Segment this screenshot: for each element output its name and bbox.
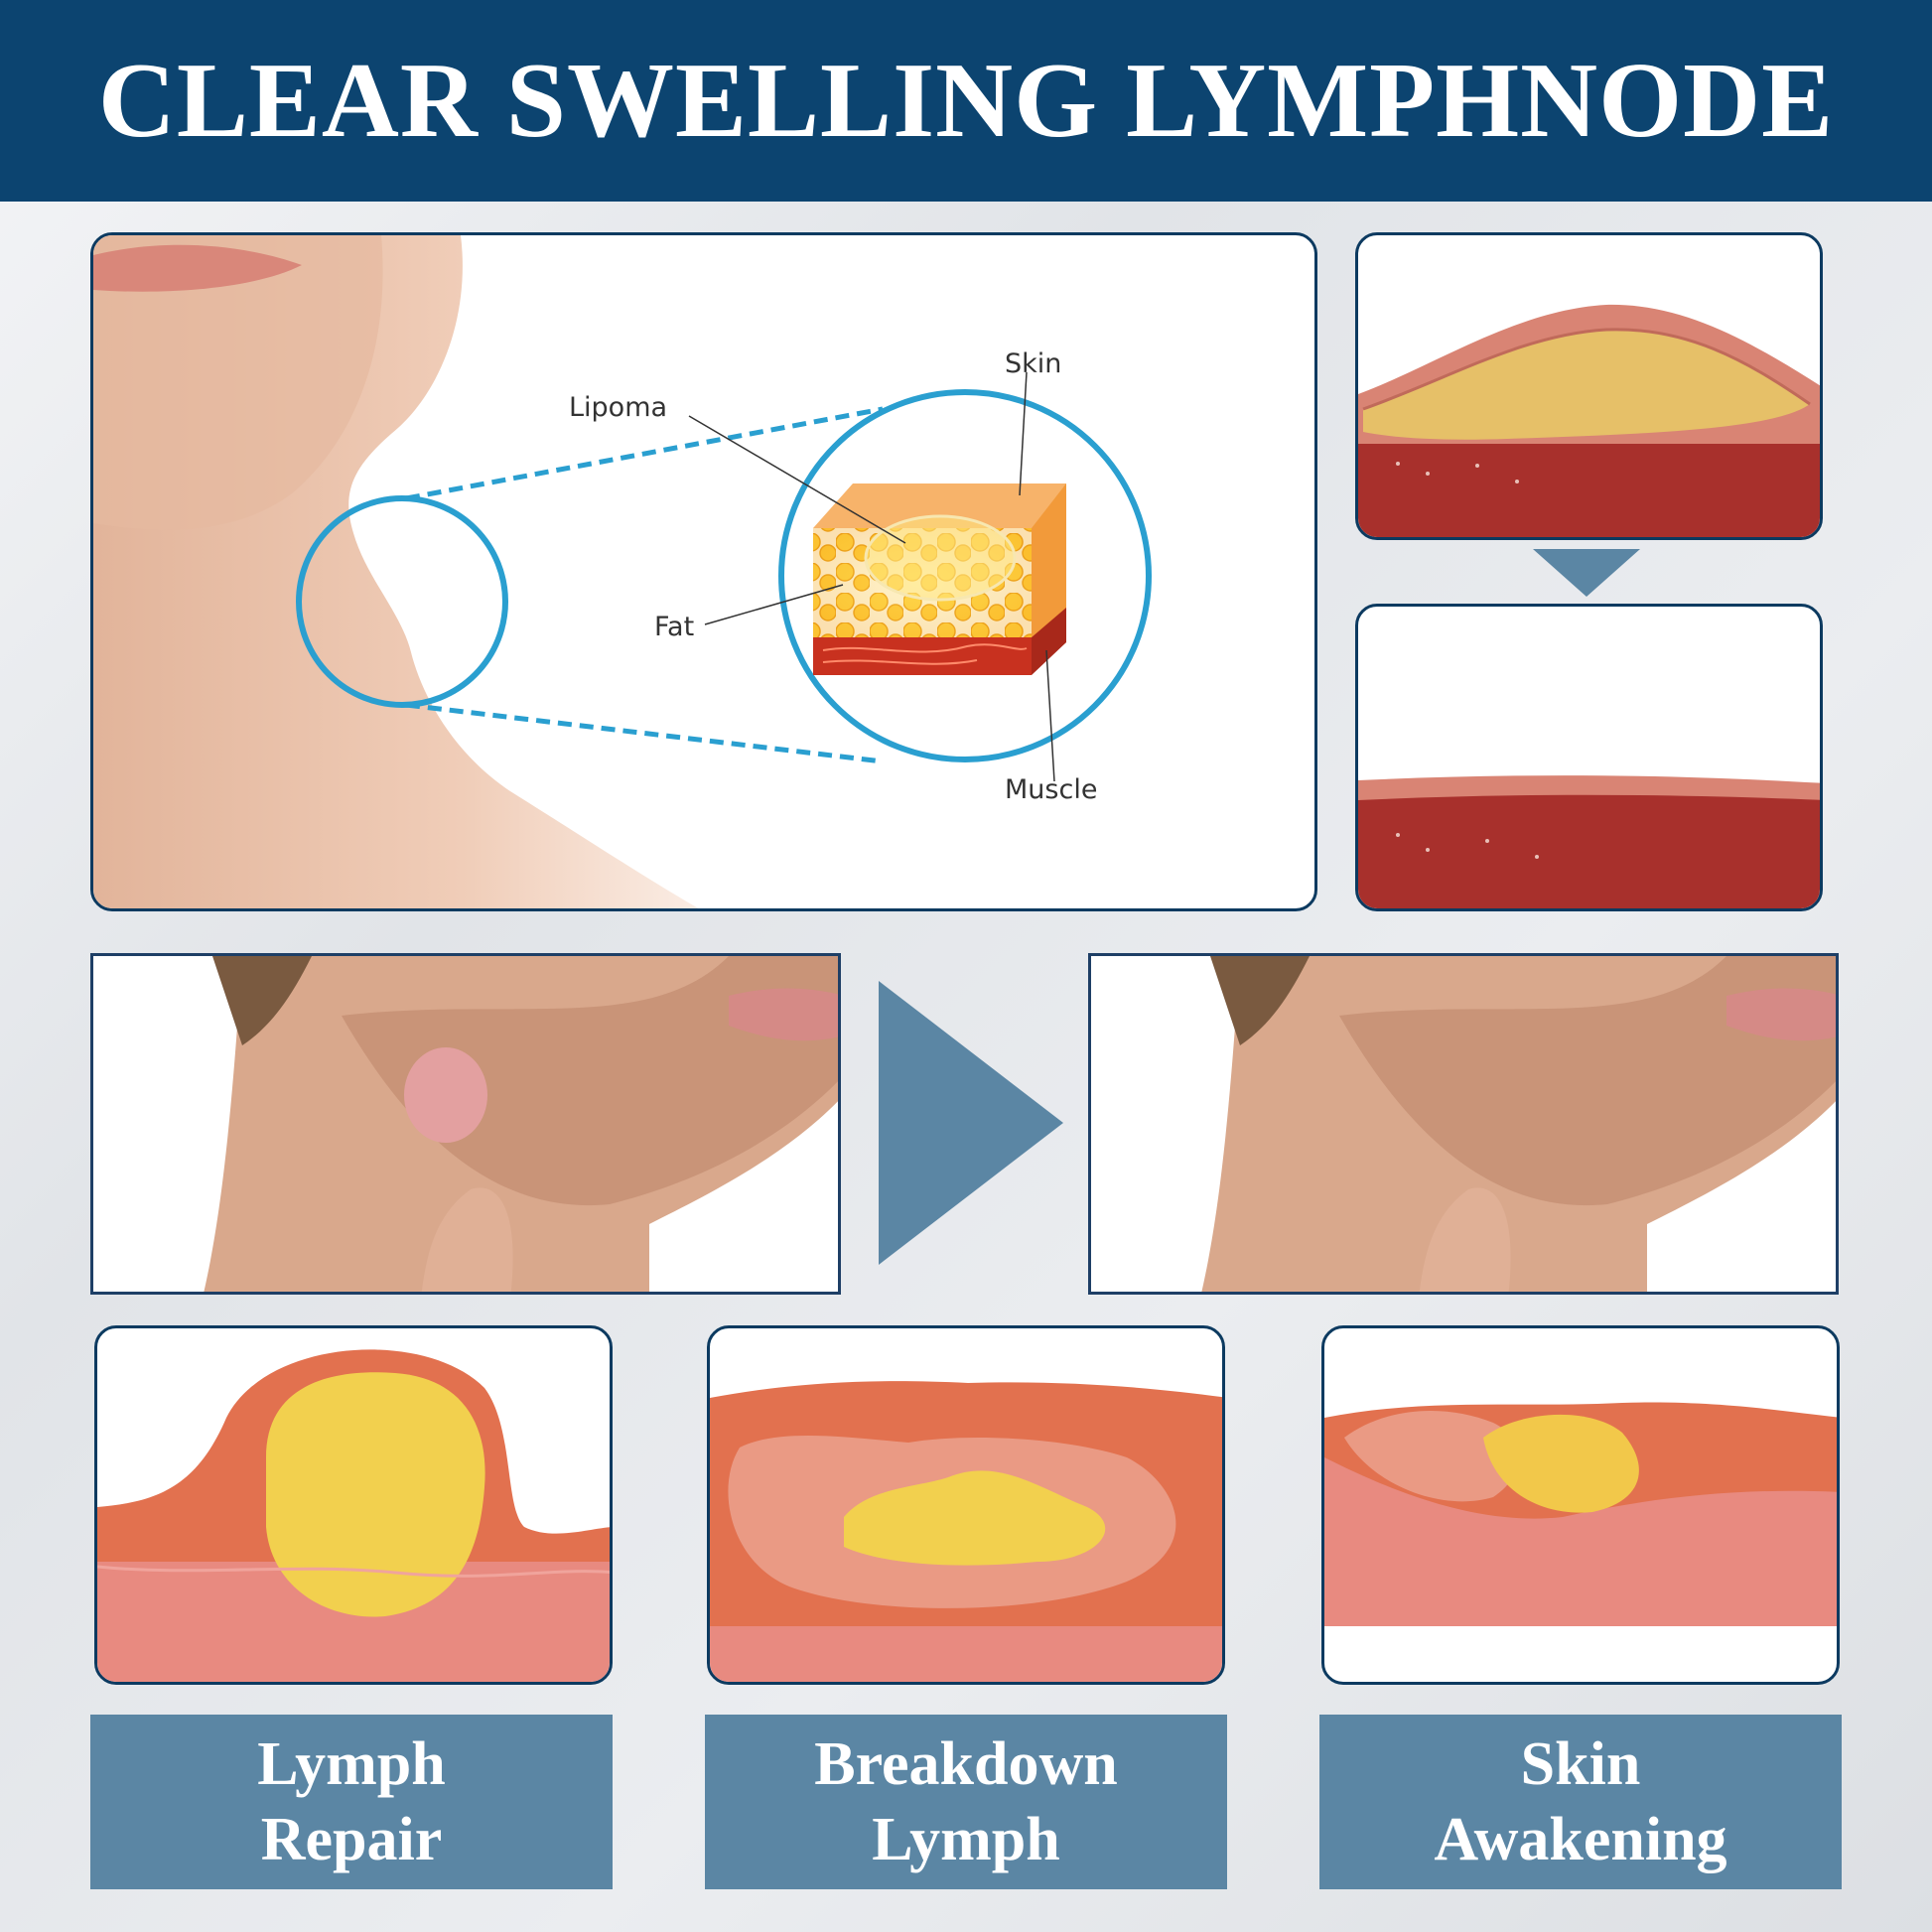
neck-photo-before — [90, 953, 841, 1295]
label-muscle: Muscle — [1005, 774, 1097, 805]
neck-photo-after — [1088, 953, 1839, 1295]
thumb — [421, 1187, 513, 1292]
lips — [93, 244, 302, 292]
triangle-down-icon — [1533, 549, 1640, 597]
caption-skin-awakening: Skin Awakening — [1319, 1715, 1842, 1889]
lump-cross-section-before — [1358, 304, 1820, 537]
label-skin: Skin — [1005, 348, 1061, 379]
neck-zoom-circle — [296, 495, 508, 708]
neck-lipoma-illustration: Skin Lipoma Fat Muscle — [93, 235, 1152, 908]
page-title: CLEAR SWELLING LYMPHNODE — [97, 41, 1835, 160]
title-banner: CLEAR SWELLING LYMPHNODE — [0, 0, 1932, 202]
lipoma-diagram-panel: Skin Lipoma Fat Muscle — [90, 232, 1317, 911]
stage-panel-lymph-repair — [94, 1325, 613, 1685]
caption-breakdown-lymph: Breakdown Lymph — [705, 1715, 1227, 1889]
caption-lymph-repair: Lymph Repair — [90, 1715, 613, 1889]
swollen-lymph-node — [404, 1047, 487, 1143]
triangle-right-icon — [879, 981, 1063, 1265]
hair — [212, 956, 312, 1045]
lump-before-panel — [1355, 232, 1823, 540]
label-fat: Fat — [654, 612, 694, 642]
stage-panel-skin-awakening — [1321, 1325, 1840, 1685]
lump-after-panel — [1355, 604, 1823, 911]
tissue-block — [813, 483, 1066, 675]
label-lipoma: Lipoma — [569, 392, 667, 423]
lump-cross-section-after — [1358, 775, 1820, 908]
stage-panel-breakdown-lymph — [707, 1325, 1225, 1685]
